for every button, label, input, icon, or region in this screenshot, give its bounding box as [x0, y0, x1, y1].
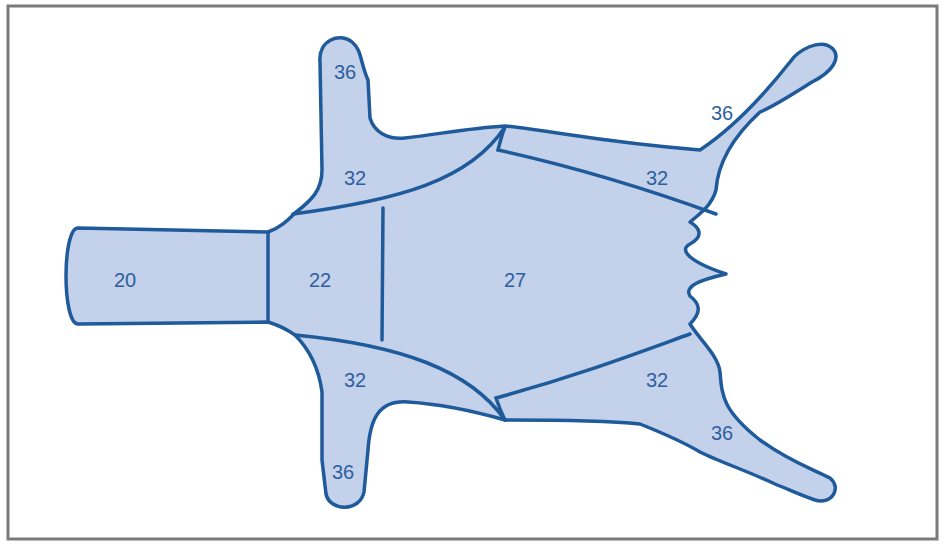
region-number: 36	[332, 462, 354, 482]
region-number: 27	[504, 270, 526, 290]
region-number: 36	[711, 103, 733, 123]
region-number: 20	[114, 270, 136, 290]
region-border	[496, 334, 690, 420]
hide-outline	[66, 38, 836, 508]
region-border	[498, 127, 716, 214]
region-number: 36	[711, 423, 733, 443]
region-number: 36	[334, 62, 356, 82]
region-number: 32	[344, 168, 366, 188]
region-number: 32	[646, 370, 668, 390]
region-number: 32	[646, 168, 668, 188]
region-border	[295, 335, 505, 420]
region-border	[382, 208, 383, 340]
region-border	[293, 127, 505, 214]
region-number: 22	[309, 270, 331, 290]
region-border	[266, 232, 270, 322]
region-borders	[268, 127, 716, 420]
frame	[8, 6, 937, 539]
region-number: 32	[344, 370, 366, 390]
